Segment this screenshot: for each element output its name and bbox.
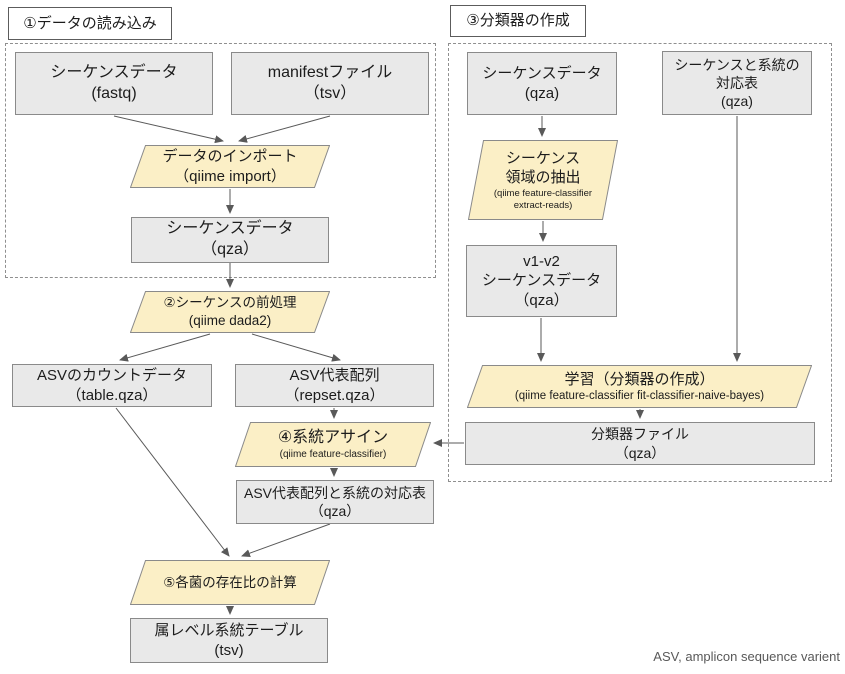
node-label: ASV代表配列と系統の対応表 （qza） <box>243 484 426 519</box>
node-label: 学習（分類器の作成） <box>564 370 715 388</box>
node-sequence-data-qza: シーケンスデータ （qza） <box>131 217 329 263</box>
node-train-classifier: 学習（分類器の作成） (qiime feature-classifier fit… <box>467 365 812 408</box>
section-load-container <box>5 43 436 278</box>
node-label: シーケンスデータ (qza) <box>482 65 602 102</box>
parallelogram-shape <box>130 560 330 605</box>
node-asv-taxonomy-table: ASV代表配列と系統の対応表 （qza） <box>236 480 434 524</box>
arrow-fastq-to-import <box>113 115 224 144</box>
parallelogram-shape <box>468 140 618 220</box>
section-classifier-container <box>448 43 832 482</box>
arrow-dada2-to-repset <box>251 333 341 362</box>
node-classifier-file: 分類器ファイル （qza） <box>465 422 815 465</box>
node-label: ④系統アサイン <box>277 428 389 446</box>
node-sequence-data-fastq: シーケンスデータ (fastq) <box>15 52 213 115</box>
node-abundance-calc: ⑤各菌の存在比の計算 <box>130 560 330 605</box>
node-sublabel: (qiime feature-classifier fit-classifier… <box>514 390 765 403</box>
parallelogram-shape <box>467 365 812 408</box>
node-asv-repset: ASV代表配列 （repset.qza） <box>235 364 434 407</box>
node-manifest-file: manifestファイル （tsv） <box>231 52 429 115</box>
section-title-text: ③分類器の作成 <box>466 12 570 30</box>
node-label: ⑤各菌の存在比の計算 <box>163 574 297 590</box>
node-label: ASVのカウントデータ （table.qza） <box>36 367 187 404</box>
node-asv-count-table: ASVのカウントデータ （table.qza） <box>12 364 212 407</box>
section-title-text: ①データの読み込み <box>23 14 157 32</box>
node-label: シーケンスデータ (fastq) <box>50 63 178 102</box>
parallelogram-shape <box>235 422 431 467</box>
node-label: シーケンスと系統の 対応表 (qza) <box>674 56 800 110</box>
node-ref-taxonomy-map: シーケンスと系統の 対応表 (qza) <box>662 51 812 115</box>
arrow-result-to-abundance <box>241 523 331 558</box>
section-classifier-title: ③分類器の作成 <box>450 5 586 37</box>
section-load-title: ①データの読み込み <box>8 7 172 40</box>
node-label: 分類器ファイル （qza） <box>591 426 689 461</box>
node-ref-sequence-data: シーケンスデータ (qza) <box>467 52 617 115</box>
node-label: v1-v2 シーケンスデータ （qza） <box>481 252 602 309</box>
node-label: ASV代表配列 （repset.qza） <box>284 367 385 404</box>
node-v1v2-sequence-data: v1-v2 シーケンスデータ （qza） <box>466 245 617 317</box>
arrow-manifest-to-import <box>238 115 331 143</box>
node-genus-level-table: 属レベル系統テーブル (tsv) <box>130 618 328 663</box>
node-label: ②シーケンスの前処理 (qiime dada2) <box>163 295 297 328</box>
node-label: manifestファイル （tsv） <box>267 63 393 102</box>
footnote-asv-definition: ASV, amplicon sequence varient <box>653 649 840 664</box>
node-taxonomy-assign: ④系統アサイン (qiime feature-classifier) <box>235 422 431 467</box>
node-dada2-preprocess: ②シーケンスの前処理 (qiime dada2) <box>130 291 330 333</box>
parallelogram-shape <box>130 291 330 333</box>
node-sublabel: (qiime feature-classifier) <box>279 448 387 460</box>
node-label: 属レベル系統テーブル (tsv) <box>154 622 304 659</box>
node-extract-reads: シーケンス 領域の抽出 (qiime feature-classifier ex… <box>468 140 618 220</box>
node-label: シーケンス 領域の抽出 <box>505 149 581 187</box>
node-sublabel: (qiime feature-classifier extract-reads) <box>493 187 593 211</box>
parallelogram-shape <box>130 145 330 188</box>
node-data-import: データのインポート （qiime import） <box>130 145 330 188</box>
arrow-dada2-to-table <box>119 333 211 362</box>
arrow-table-to-abundance <box>115 407 230 557</box>
node-label: データのインポート （qiime import） <box>162 148 298 185</box>
node-label: シーケンスデータ （qza） <box>166 220 294 258</box>
